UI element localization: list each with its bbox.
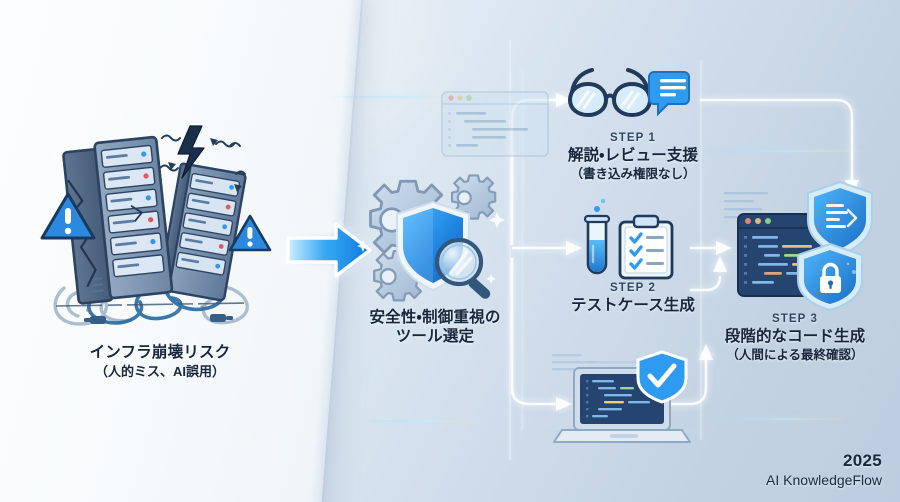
- big-right-arrow: [286, 222, 372, 278]
- test-tube-icon: [583, 198, 611, 275]
- middle-caption-title: 安全性・制御重視の: [369, 309, 501, 326]
- step1-icon-group: [567, 68, 690, 118]
- step2-icon-group: [583, 198, 674, 280]
- shield-icon: [396, 200, 470, 292]
- step-3-label: STEP 3 段階的なコード生成 （人間による最終確認）: [692, 312, 898, 363]
- step3-icon-group: [724, 180, 873, 312]
- footer-branding: 2025 AI KnowledgeFlow: [766, 451, 882, 488]
- shield-lock-icon: [797, 242, 863, 312]
- clipboard-checklist-icon: [618, 214, 674, 280]
- left-stage-caption: インフラ崩壊リスク （人的ミス、AI誤用）: [40, 343, 280, 380]
- code-window-icon: [441, 91, 549, 157]
- magnifier-icon: [434, 237, 491, 299]
- step-2-number: STEP 2: [609, 282, 657, 294]
- warning-triangle-icon: [40, 192, 96, 240]
- step-1-note: （書き込み権限なし）: [570, 166, 696, 181]
- shield-document-icon: [807, 180, 873, 257]
- step-2-title: テストケース生成: [570, 297, 696, 315]
- left-caption-subtitle: （人的ミス、AI誤用）: [94, 364, 225, 380]
- gears-shield-magnifier-illustration: [357, 174, 505, 302]
- step-1-label: STEP 1 解説・レビュー支援 （書き込み権限なし）: [528, 131, 738, 182]
- step-1-title: 解説・レビュー支援: [567, 147, 699, 165]
- broken-server-racks-illustration: [40, 125, 272, 326]
- step-2-label: STEP 2 テストケース生成: [530, 281, 736, 316]
- step-3-note: （人間による最終確認）: [726, 347, 864, 362]
- middle-stage-caption: 安全性・制御重視の ツール選定: [340, 308, 530, 346]
- warning-triangle-icon: [228, 214, 272, 252]
- middle-caption-subtitle: ツール選定: [395, 328, 475, 346]
- gear-icon: [450, 174, 497, 220]
- step-1-number: STEP 1: [609, 132, 657, 144]
- footer-year: 2025: [842, 451, 882, 470]
- eyeglasses-icon: [567, 68, 653, 118]
- left-caption-title: インフラ崩壊リスク: [89, 344, 231, 361]
- footer-brand: AI KnowledgeFlow: [766, 472, 882, 488]
- step-3-number: STEP 3: [771, 313, 819, 325]
- step-3-title: 段階的なコード生成: [724, 328, 866, 346]
- laptop-code-icon: [552, 350, 691, 443]
- shield-check-badge-icon: [636, 350, 688, 404]
- speech-bubble-icon: [648, 71, 690, 117]
